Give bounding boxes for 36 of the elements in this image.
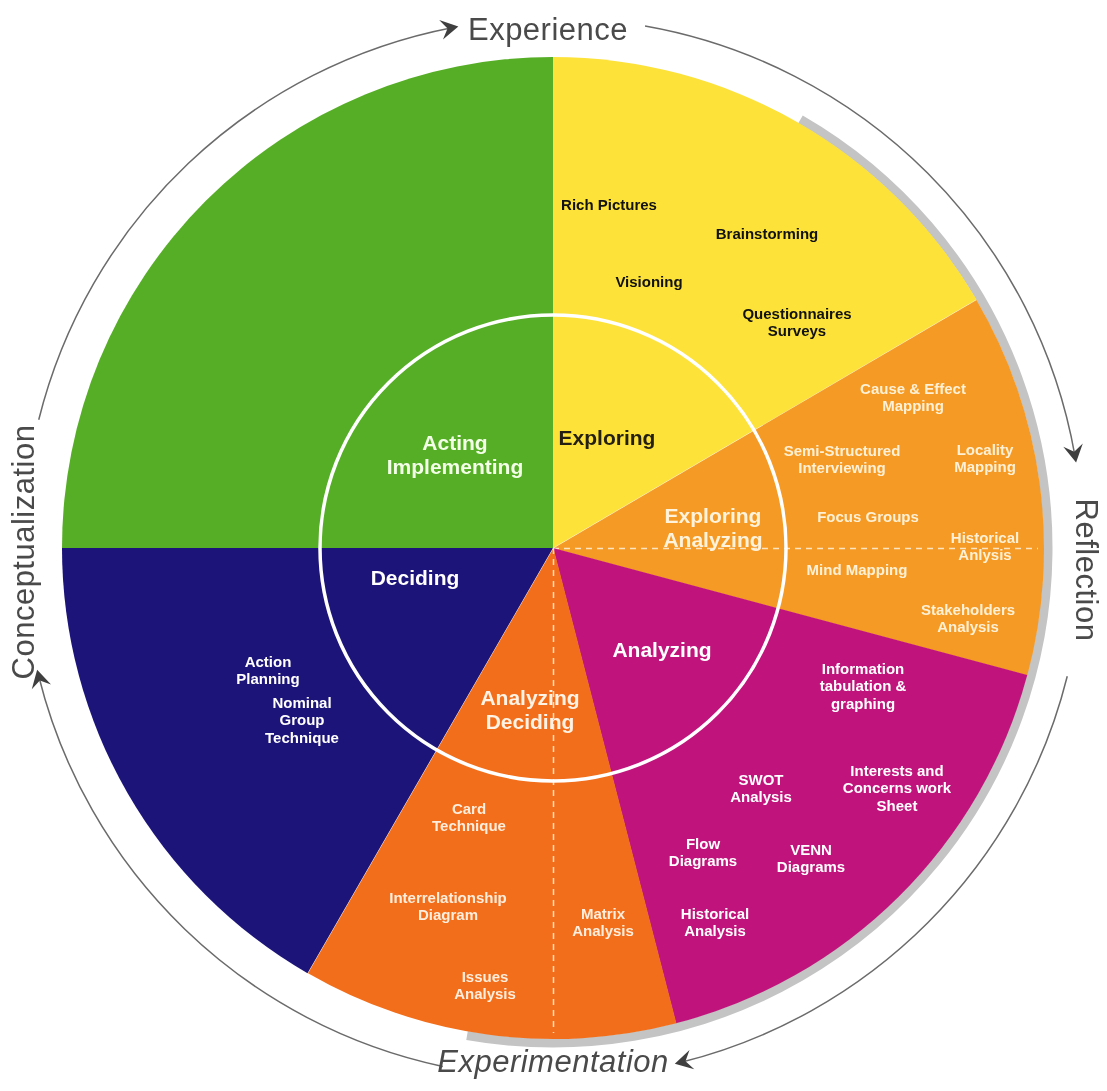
technique-label: Matrix Analysis: [571, 904, 635, 940]
cycle-label: Experimentation: [437, 1044, 669, 1080]
cycle-label: Conceptualization: [6, 424, 42, 680]
cycle-arrow: [38, 20, 459, 421]
technique-label: Historical Analysis: [679, 904, 751, 940]
technique-label: Brainstorming: [714, 225, 820, 243]
technique-label: SWOT Analysis: [729, 770, 793, 806]
technique-label: Flow Diagrams: [667, 834, 739, 870]
technique-label: Rich Pictures: [560, 196, 658, 214]
technique-label: Action Planning: [235, 652, 301, 688]
technique-label: Interrelationship Diagram: [388, 888, 508, 924]
technique-label: Locality Mapping: [953, 440, 1017, 476]
sector-heading: Analyzing Deciding: [479, 685, 581, 735]
sector-heading: Acting Implementing: [385, 430, 525, 480]
cycle-label: Reflection: [1068, 498, 1104, 642]
cycle-arrow: [644, 25, 1082, 463]
technique-label: Card Technique: [431, 799, 507, 835]
technique-label: VENN Diagrams: [775, 840, 847, 876]
sector-heading: Exploring Analyzing: [662, 503, 764, 553]
technique-label: Cause & Effect Mapping: [859, 379, 967, 415]
technique-label: Visioning: [614, 273, 684, 291]
technique-label: Historical Anlysis: [949, 528, 1021, 564]
sector-heading: Exploring: [557, 425, 657, 451]
technique-label: Semi-Structured Interviewing: [782, 441, 902, 477]
technique-label: Mind Mapping: [805, 561, 909, 579]
technique-label: Information tabulation & graphing: [818, 660, 908, 712]
technique-label: Focus Groups: [816, 508, 920, 526]
technique-label: Interests and Concerns work Sheet: [841, 762, 953, 814]
cycle-arrow: [674, 675, 1068, 1069]
cycle-label: Experience: [467, 12, 629, 48]
technique-label: Questionnaires Surveys: [741, 304, 853, 340]
technique-label: Nominal Group Technique: [264, 694, 340, 746]
sector-heading: Deciding: [369, 565, 461, 591]
technique-label: Stakeholders Analysis: [919, 600, 1017, 636]
sector-heading: Analyzing: [611, 637, 713, 663]
technique-label: Issues Analysis: [453, 967, 517, 1003]
